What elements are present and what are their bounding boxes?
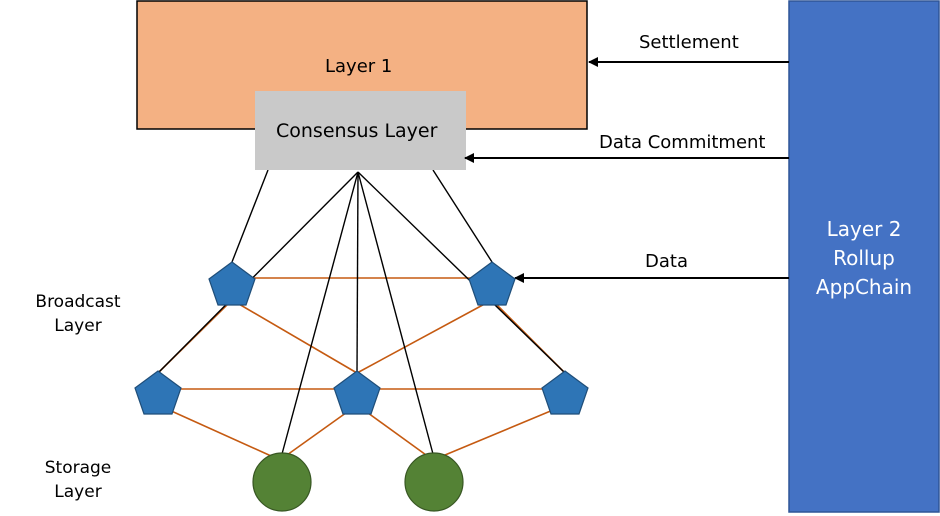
storage-node-circle: [252, 452, 312, 512]
broadcast-node-pentagon: [468, 261, 516, 306]
broadcast-node-pentagon: [333, 370, 381, 415]
consensus-layer-title: Consensus Layer: [276, 120, 438, 142]
broadcast-node-pentagon: [541, 370, 589, 415]
consensus-connectors: [157, 169, 566, 455]
layer2-title-line1: Layer 2: [826, 217, 902, 241]
broadcast-label-line2: Layer: [54, 316, 102, 336]
layer2-box: [788, 0, 940, 513]
broadcast-node-pentagon: [134, 370, 182, 415]
broadcast-label-line1: Broadcast: [35, 292, 121, 312]
consensus-layer-box: [255, 91, 466, 170]
data-label: Data: [645, 251, 688, 272]
storage-label-line2: Layer: [54, 482, 102, 502]
layer2-title-line3: AppChain: [815, 275, 913, 299]
storage-label-line1: Storage: [44, 458, 112, 478]
broadcast-layer-label: Broadcast Layer: [20, 290, 136, 338]
layer2-title: Layer 2 Rollup AppChain: [789, 215, 939, 302]
layer2-title-line2: Rollup: [833, 246, 895, 270]
data-commitment-label: Data Commitment: [599, 132, 766, 153]
layer1-title: Layer 1: [325, 56, 393, 77]
settlement-label: Settlement: [639, 32, 739, 53]
broadcast-nodes: [134, 261, 589, 415]
broadcast-node-pentagon: [208, 261, 256, 306]
storage-node-circle: [404, 452, 464, 512]
storage-layer-label: Storage Layer: [20, 456, 136, 504]
storage-nodes: [252, 452, 464, 512]
